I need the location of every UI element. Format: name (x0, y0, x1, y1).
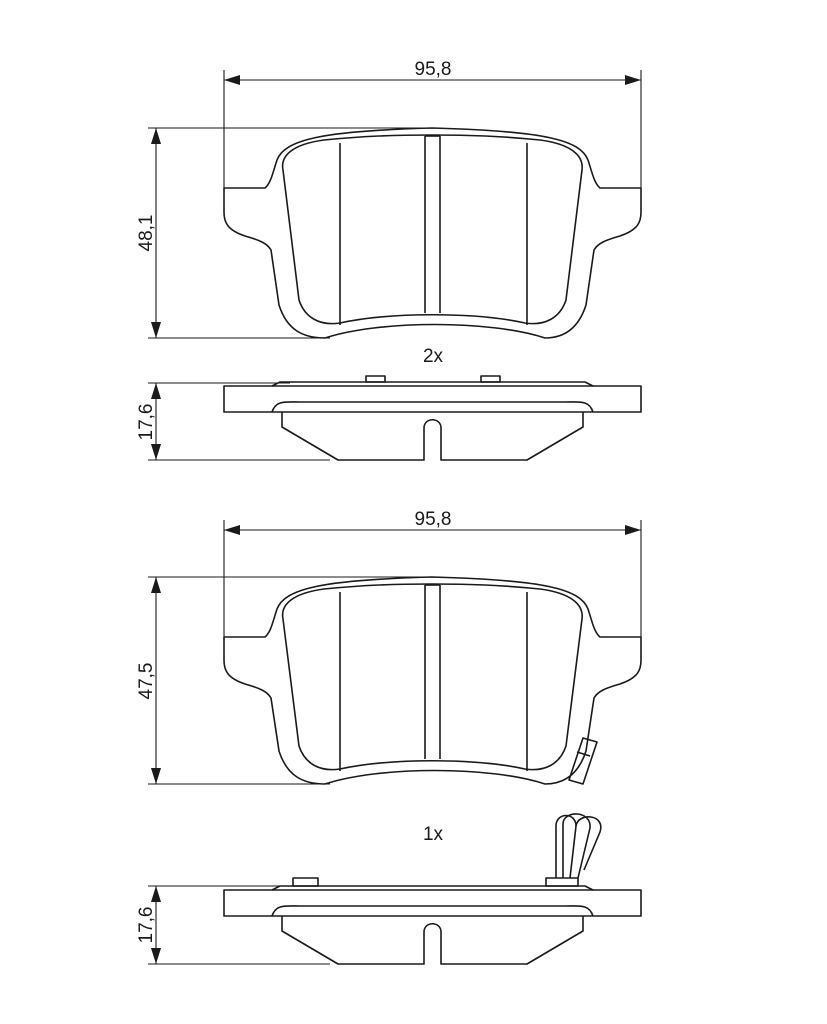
pad-1-shim-clip-right (480, 375, 501, 383)
pad-1-underlayer (271, 401, 594, 413)
pad-1-height-arrow-top (151, 128, 161, 144)
pad-1-width-arrow-left (224, 75, 240, 85)
pad-1-backing-plate-side (223, 385, 642, 413)
pad-2-height-arrow-bottom (151, 768, 161, 784)
pad-1-height-arrow-bottom (151, 322, 161, 338)
pad-2-height-arrow-top (151, 577, 161, 593)
pad-2-underlayer (271, 905, 594, 917)
pad-1-friction-side (281, 412, 584, 461)
pad-2-side-view: 17,6 (136, 813, 642, 965)
pad-1-front-view: 95,8 48,1 2x (136, 59, 642, 367)
pad-2-friction-side (281, 916, 584, 965)
pad-2-wear-indicator (568, 737, 598, 785)
pad-1-thickness-arrow-top (151, 383, 161, 399)
pad-2-height-label: 47,5 (136, 663, 157, 700)
pad-2-width-label: 95,8 (415, 509, 452, 530)
pad-1-thickness-label: 17,6 (136, 404, 157, 441)
pad-2-wear-indicator-line (576, 751, 591, 757)
pad-1-quantity-label: 2x (423, 346, 444, 367)
pad-1-friction-lining (281, 134, 583, 325)
pad-2-sensor-clip-outer (562, 813, 591, 879)
pad-2-shim (271, 885, 594, 891)
pad-2-shim-clip-left (292, 877, 319, 887)
pad-1-backing-plate (223, 127, 642, 339)
pad-1-shim (271, 381, 594, 387)
pad-1-shim-clip-left (365, 375, 386, 383)
pad-2-front-view: 95,8 47,5 1x (136, 509, 642, 845)
pad-1-width-arrow-right (625, 75, 641, 85)
pad-2-shim-clip-right (545, 877, 579, 887)
pad-2-quantity-label: 1x (423, 824, 444, 845)
pad-2-width-arrow-left (224, 525, 240, 535)
pad-2-width-arrow-right (625, 525, 641, 535)
pad-1-thickness-arrow-bottom (151, 444, 161, 460)
pad-2-sensor-clip-loop (575, 816, 602, 871)
pad-2-thickness-label: 17,6 (136, 907, 157, 944)
pad-1-side-view: 17,6 (136, 375, 642, 461)
pad-2-sensor-clip (555, 814, 577, 879)
pad-2-friction-lining (281, 583, 583, 771)
pad-2-backing-plate-side (223, 889, 642, 917)
pad-2-thickness-arrow-bottom (151, 948, 161, 964)
pad-2-thickness-arrow-top (151, 886, 161, 902)
pad-2-backing-plate (223, 576, 642, 785)
pad-1-width-label: 95,8 (415, 59, 452, 80)
pad-1-height-label: 48,1 (136, 215, 157, 252)
